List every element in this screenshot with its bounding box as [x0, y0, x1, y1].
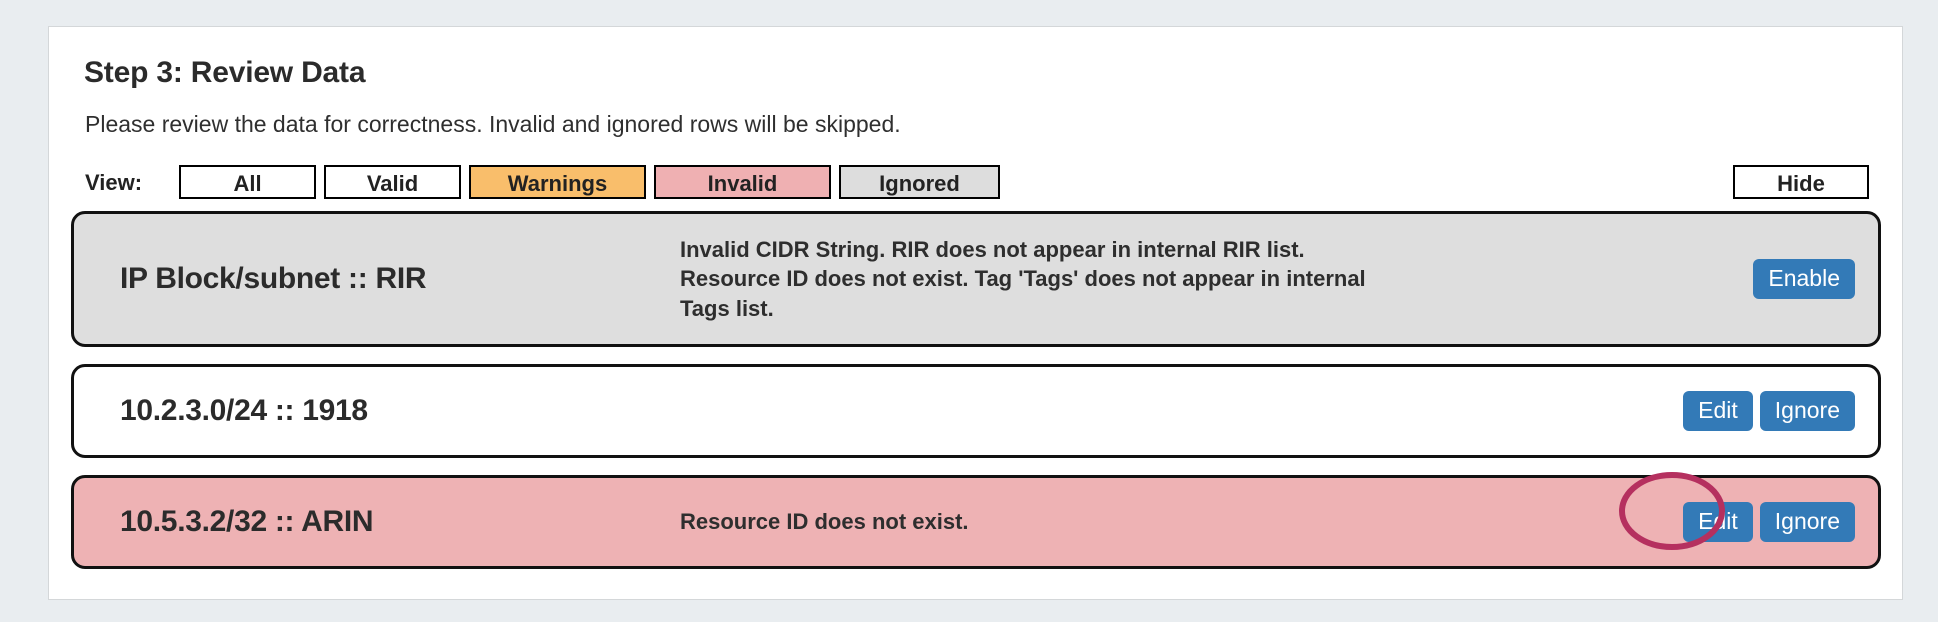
review-data-card: Step 3: Review Data Please review the da… [48, 26, 1903, 600]
page-title: Step 3: Review Data [84, 56, 366, 89]
table-row[interactable]: 10.5.3.2/32 :: ARIN Resource ID does not… [71, 475, 1881, 569]
filter-button-valid[interactable]: Valid [324, 165, 461, 199]
view-label: View: [85, 170, 143, 195]
edit-button[interactable]: Edit [1683, 391, 1753, 431]
ignore-button[interactable]: Ignore [1759, 391, 1855, 431]
row-actions: Enable [1753, 259, 1855, 299]
filter-button-warnings[interactable]: Warnings [469, 165, 646, 199]
filter-button-ignored[interactable]: Ignored [839, 165, 1000, 199]
row-message: Invalid CIDR String. RIR does not appear… [680, 237, 1366, 321]
filter-button-invalid[interactable]: Invalid [654, 165, 831, 199]
row-actions: Edit Ignore [1683, 391, 1855, 431]
view-filter-bar: View: All Valid Warnings Invalid Ignored… [85, 165, 1869, 201]
review-rows-list: IP Block/subnet :: RIR Invalid CIDR Stri… [71, 211, 1881, 586]
row-label: IP Block/subnet :: RIR [120, 262, 427, 295]
table-row[interactable]: 10.2.3.0/24 :: 1918 Edit Ignore [71, 364, 1881, 458]
row-message: Resource ID does not exist. [680, 509, 969, 535]
edit-button[interactable]: Edit [1683, 502, 1753, 542]
hide-button[interactable]: Hide [1733, 165, 1869, 199]
enable-button[interactable]: Enable [1753, 259, 1855, 299]
row-label: 10.2.3.0/24 :: 1918 [120, 394, 368, 427]
row-label: 10.5.3.2/32 :: ARIN [120, 505, 374, 538]
ignore-button[interactable]: Ignore [1759, 502, 1855, 542]
row-actions: Edit Ignore [1683, 502, 1855, 542]
page-subtitle: Please review the data for correctness. … [85, 111, 901, 137]
filter-button-all[interactable]: All [179, 165, 316, 199]
table-row[interactable]: IP Block/subnet :: RIR Invalid CIDR Stri… [71, 211, 1881, 347]
